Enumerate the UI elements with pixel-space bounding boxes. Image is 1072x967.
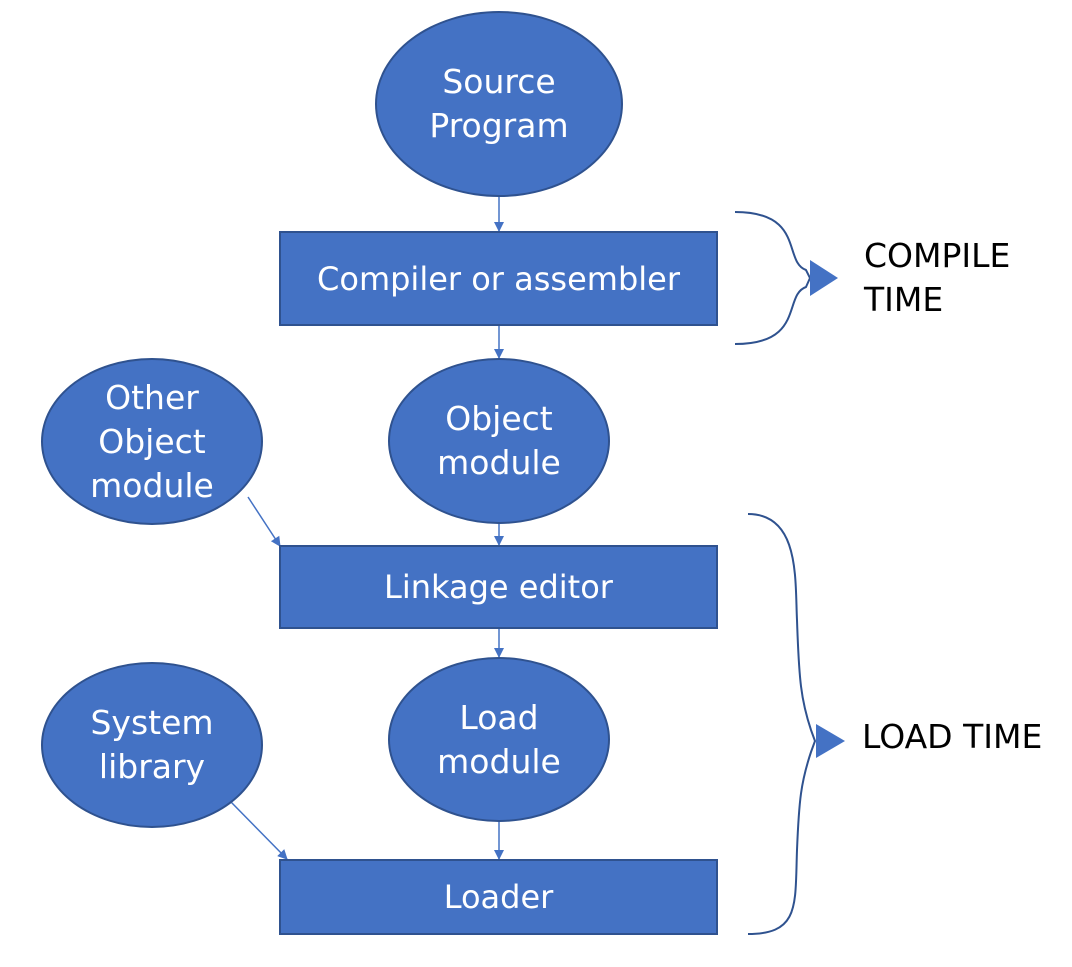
arrow-system-library-to-loader: [230, 801, 288, 860]
load-time-brace: [747, 513, 817, 935]
compile-time-line-1: COMPILE: [864, 236, 1011, 275]
compiler-node: Compiler or assembler: [279, 231, 718, 326]
load-module-line-2: module: [437, 741, 561, 781]
loader-node: Loader: [279, 859, 718, 935]
load-module-node: Load module: [388, 657, 610, 822]
linkage-editor-node: Linkage editor: [279, 545, 718, 629]
arrow-other-object-to-linkage: [247, 496, 281, 547]
other-object-module-node: Other Object module: [41, 358, 263, 525]
compile-time-line-2: TIME: [864, 280, 944, 319]
object-module-line-1: Object: [445, 399, 553, 438]
other-object-module-line-2: Object: [98, 421, 206, 461]
system-library-node: System library: [41, 662, 263, 828]
source-program-line-1: Source: [442, 62, 556, 101]
load-time-text: LOAD TIME: [862, 717, 1043, 756]
other-object-module-line-3: module: [90, 465, 214, 505]
system-library-line-1: System: [90, 703, 214, 742]
compile-time-pointer: [810, 260, 838, 296]
compile-time-brace: [734, 211, 812, 345]
source-program-line-2: Program: [429, 106, 569, 145]
loader-label: Loader: [443, 878, 554, 916]
load-time-label: LOAD TIME: [862, 715, 1042, 759]
object-module-node: Object module: [388, 358, 610, 524]
load-module-line-1: Load: [459, 697, 539, 737]
load-time-pointer: [816, 724, 845, 758]
linkage-editor-label: Linkage editor: [384, 568, 613, 606]
other-object-module-line-1: Other: [105, 377, 199, 417]
system-library-line-2: library: [98, 747, 206, 786]
object-module-line-2: module: [437, 443, 561, 482]
compiler-label: Compiler or assembler: [317, 259, 680, 298]
source-program-node: Source Program: [375, 11, 623, 197]
compile-time-label: COMPILE TIME: [864, 234, 1010, 322]
